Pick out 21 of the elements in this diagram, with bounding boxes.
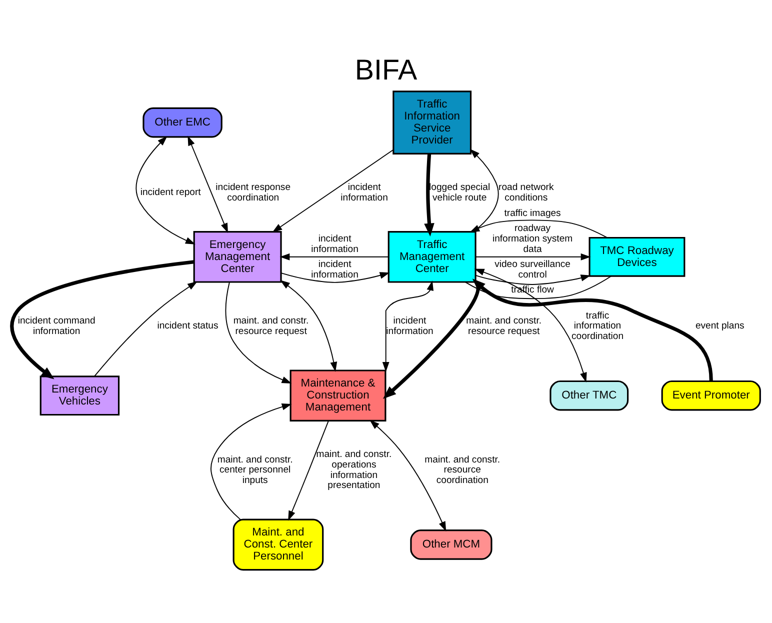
edge-label: roadway information system data bbox=[492, 223, 573, 255]
edge-label: incident response coordination bbox=[216, 182, 291, 204]
edge-label: traffic information coordination bbox=[572, 310, 624, 342]
edge-label: incident command information bbox=[18, 316, 96, 337]
edge-label: incident information bbox=[311, 233, 358, 255]
diagram-title: BIFA bbox=[354, 54, 418, 86]
edge-label: maint. and constr. resource request bbox=[466, 316, 542, 337]
edge-label: maint. and constr. operations information presentation bbox=[316, 449, 392, 492]
edge-label: incident information bbox=[386, 316, 434, 337]
edge-label: traffic images bbox=[504, 208, 561, 219]
edge-label: logged special vehicle route bbox=[429, 182, 490, 204]
edge-label: incident information bbox=[311, 258, 358, 280]
edge-label: incident status bbox=[157, 320, 218, 332]
edge-label: video surveillance control bbox=[494, 258, 570, 280]
edge-label: maint. and constr. resource request bbox=[233, 316, 309, 337]
edge-label: maint. and constr. resource coordination bbox=[424, 454, 500, 486]
edge-label: maint. and constr. center personnel inputs bbox=[217, 454, 293, 486]
edge-label: incident information bbox=[340, 182, 388, 204]
edge-label: incident report bbox=[140, 187, 201, 198]
edge-label: road network conditions bbox=[498, 182, 554, 204]
edge-label: event plans bbox=[695, 320, 744, 332]
